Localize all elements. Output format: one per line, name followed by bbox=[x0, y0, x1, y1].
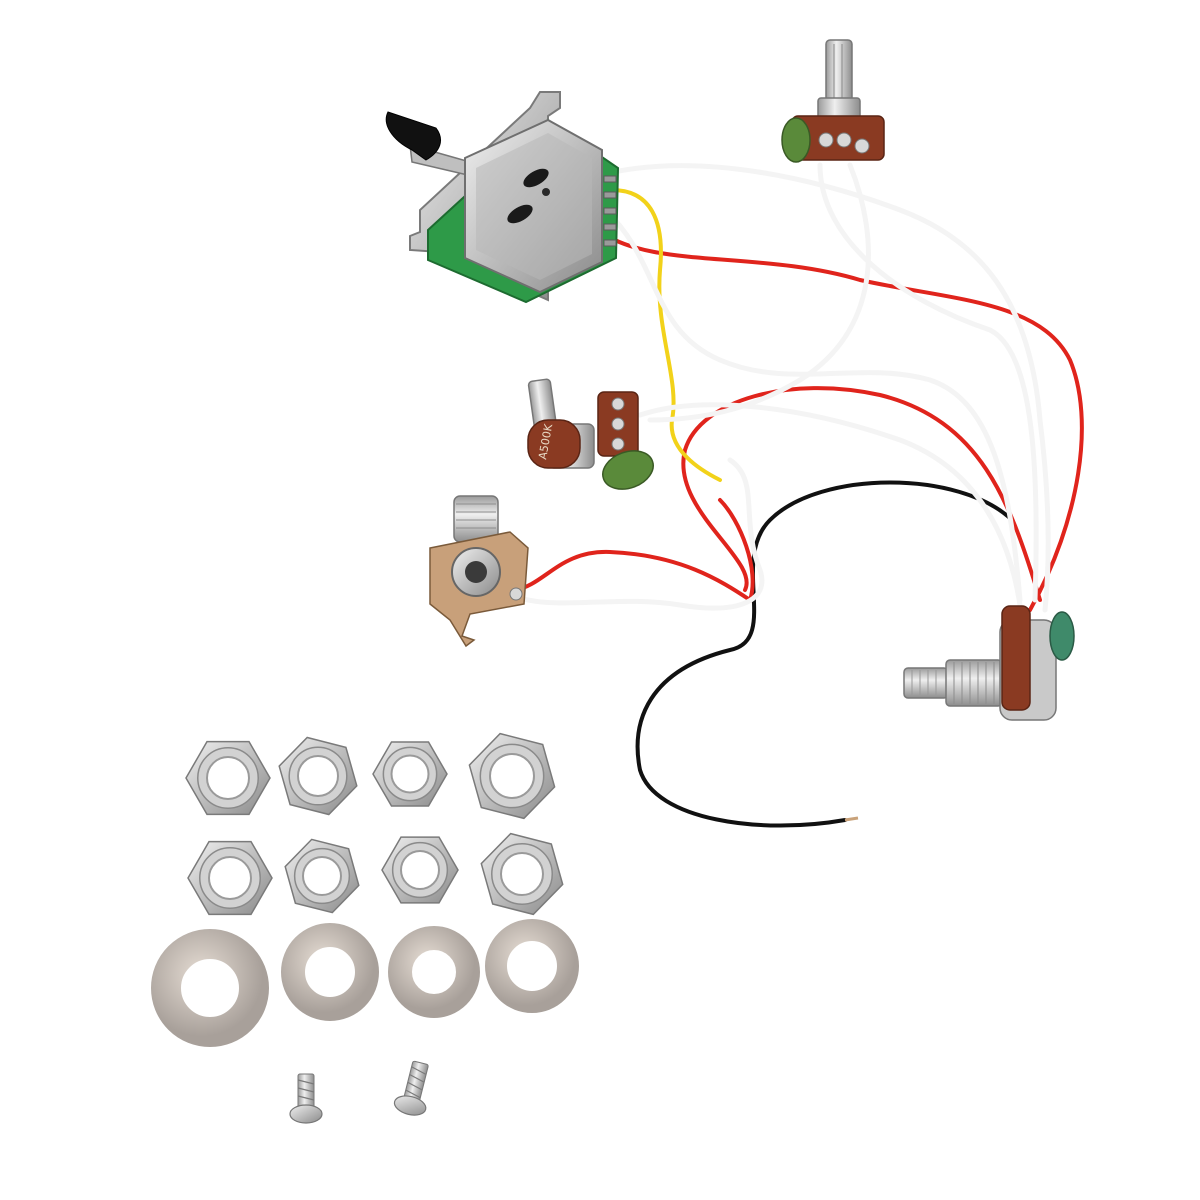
mounting-screws bbox=[289, 1060, 429, 1124]
hex-nut bbox=[372, 741, 448, 807]
pot-top-lugs bbox=[818, 132, 870, 154]
yellow-wire bbox=[610, 188, 722, 482]
white-wire-mid-pot bbox=[637, 402, 1023, 608]
pot-right-capacitor bbox=[1049, 611, 1075, 661]
hex-nuts bbox=[185, 732, 564, 916]
screw bbox=[393, 1060, 429, 1116]
white-wire-top-pot-b bbox=[647, 162, 871, 423]
white-wire-switch-mid bbox=[602, 207, 1023, 603]
pot-middle-body bbox=[527, 419, 581, 469]
potentiometer-middle: A500K bbox=[527, 378, 654, 490]
hex-nut bbox=[480, 832, 564, 916]
washer bbox=[281, 923, 379, 1021]
flat-washers bbox=[151, 919, 579, 1047]
pot-right-lug-plate bbox=[1001, 605, 1031, 711]
hex-nut bbox=[187, 840, 273, 916]
5-way-selector-switch bbox=[385, 91, 620, 304]
hex-nut bbox=[278, 736, 358, 816]
pot-top-capacitor bbox=[781, 117, 811, 163]
switch-slot-bottom bbox=[507, 204, 533, 224]
screw bbox=[289, 1073, 323, 1124]
red-wire-switch-right bbox=[596, 228, 1084, 612]
wire-harness bbox=[513, 162, 1084, 828]
potentiometer-top bbox=[781, 39, 885, 163]
pot-middle-lugs bbox=[611, 397, 625, 451]
jack-lug bbox=[509, 587, 523, 601]
pot-middle-capacitor bbox=[602, 450, 654, 490]
white-wire-jack bbox=[517, 457, 765, 611]
output-jack bbox=[429, 495, 529, 648]
washer bbox=[485, 919, 579, 1013]
switch-rivet bbox=[542, 188, 550, 196]
potentiometer-right bbox=[903, 605, 1075, 721]
pot-right-knurl bbox=[903, 667, 949, 699]
black-wire-tip bbox=[844, 816, 859, 822]
washer bbox=[388, 926, 480, 1018]
hex-nut bbox=[468, 732, 556, 820]
switch-terminals bbox=[603, 175, 617, 247]
red-wire-mid-right bbox=[681, 386, 1042, 602]
pot-middle-marking: A500K bbox=[536, 422, 555, 460]
white-wire-switch-top bbox=[597, 163, 1051, 613]
white-wire-top-pot-a bbox=[817, 162, 1039, 603]
washer bbox=[151, 929, 269, 1047]
switch-tip bbox=[385, 111, 441, 161]
switch-housing-face bbox=[476, 133, 592, 280]
hex-nut bbox=[284, 838, 360, 914]
hex-nut bbox=[185, 740, 271, 816]
switch-slot-top bbox=[523, 168, 549, 188]
black-wire bbox=[635, 480, 1014, 828]
red-wire-jack bbox=[513, 498, 755, 604]
hex-nut bbox=[381, 836, 459, 904]
